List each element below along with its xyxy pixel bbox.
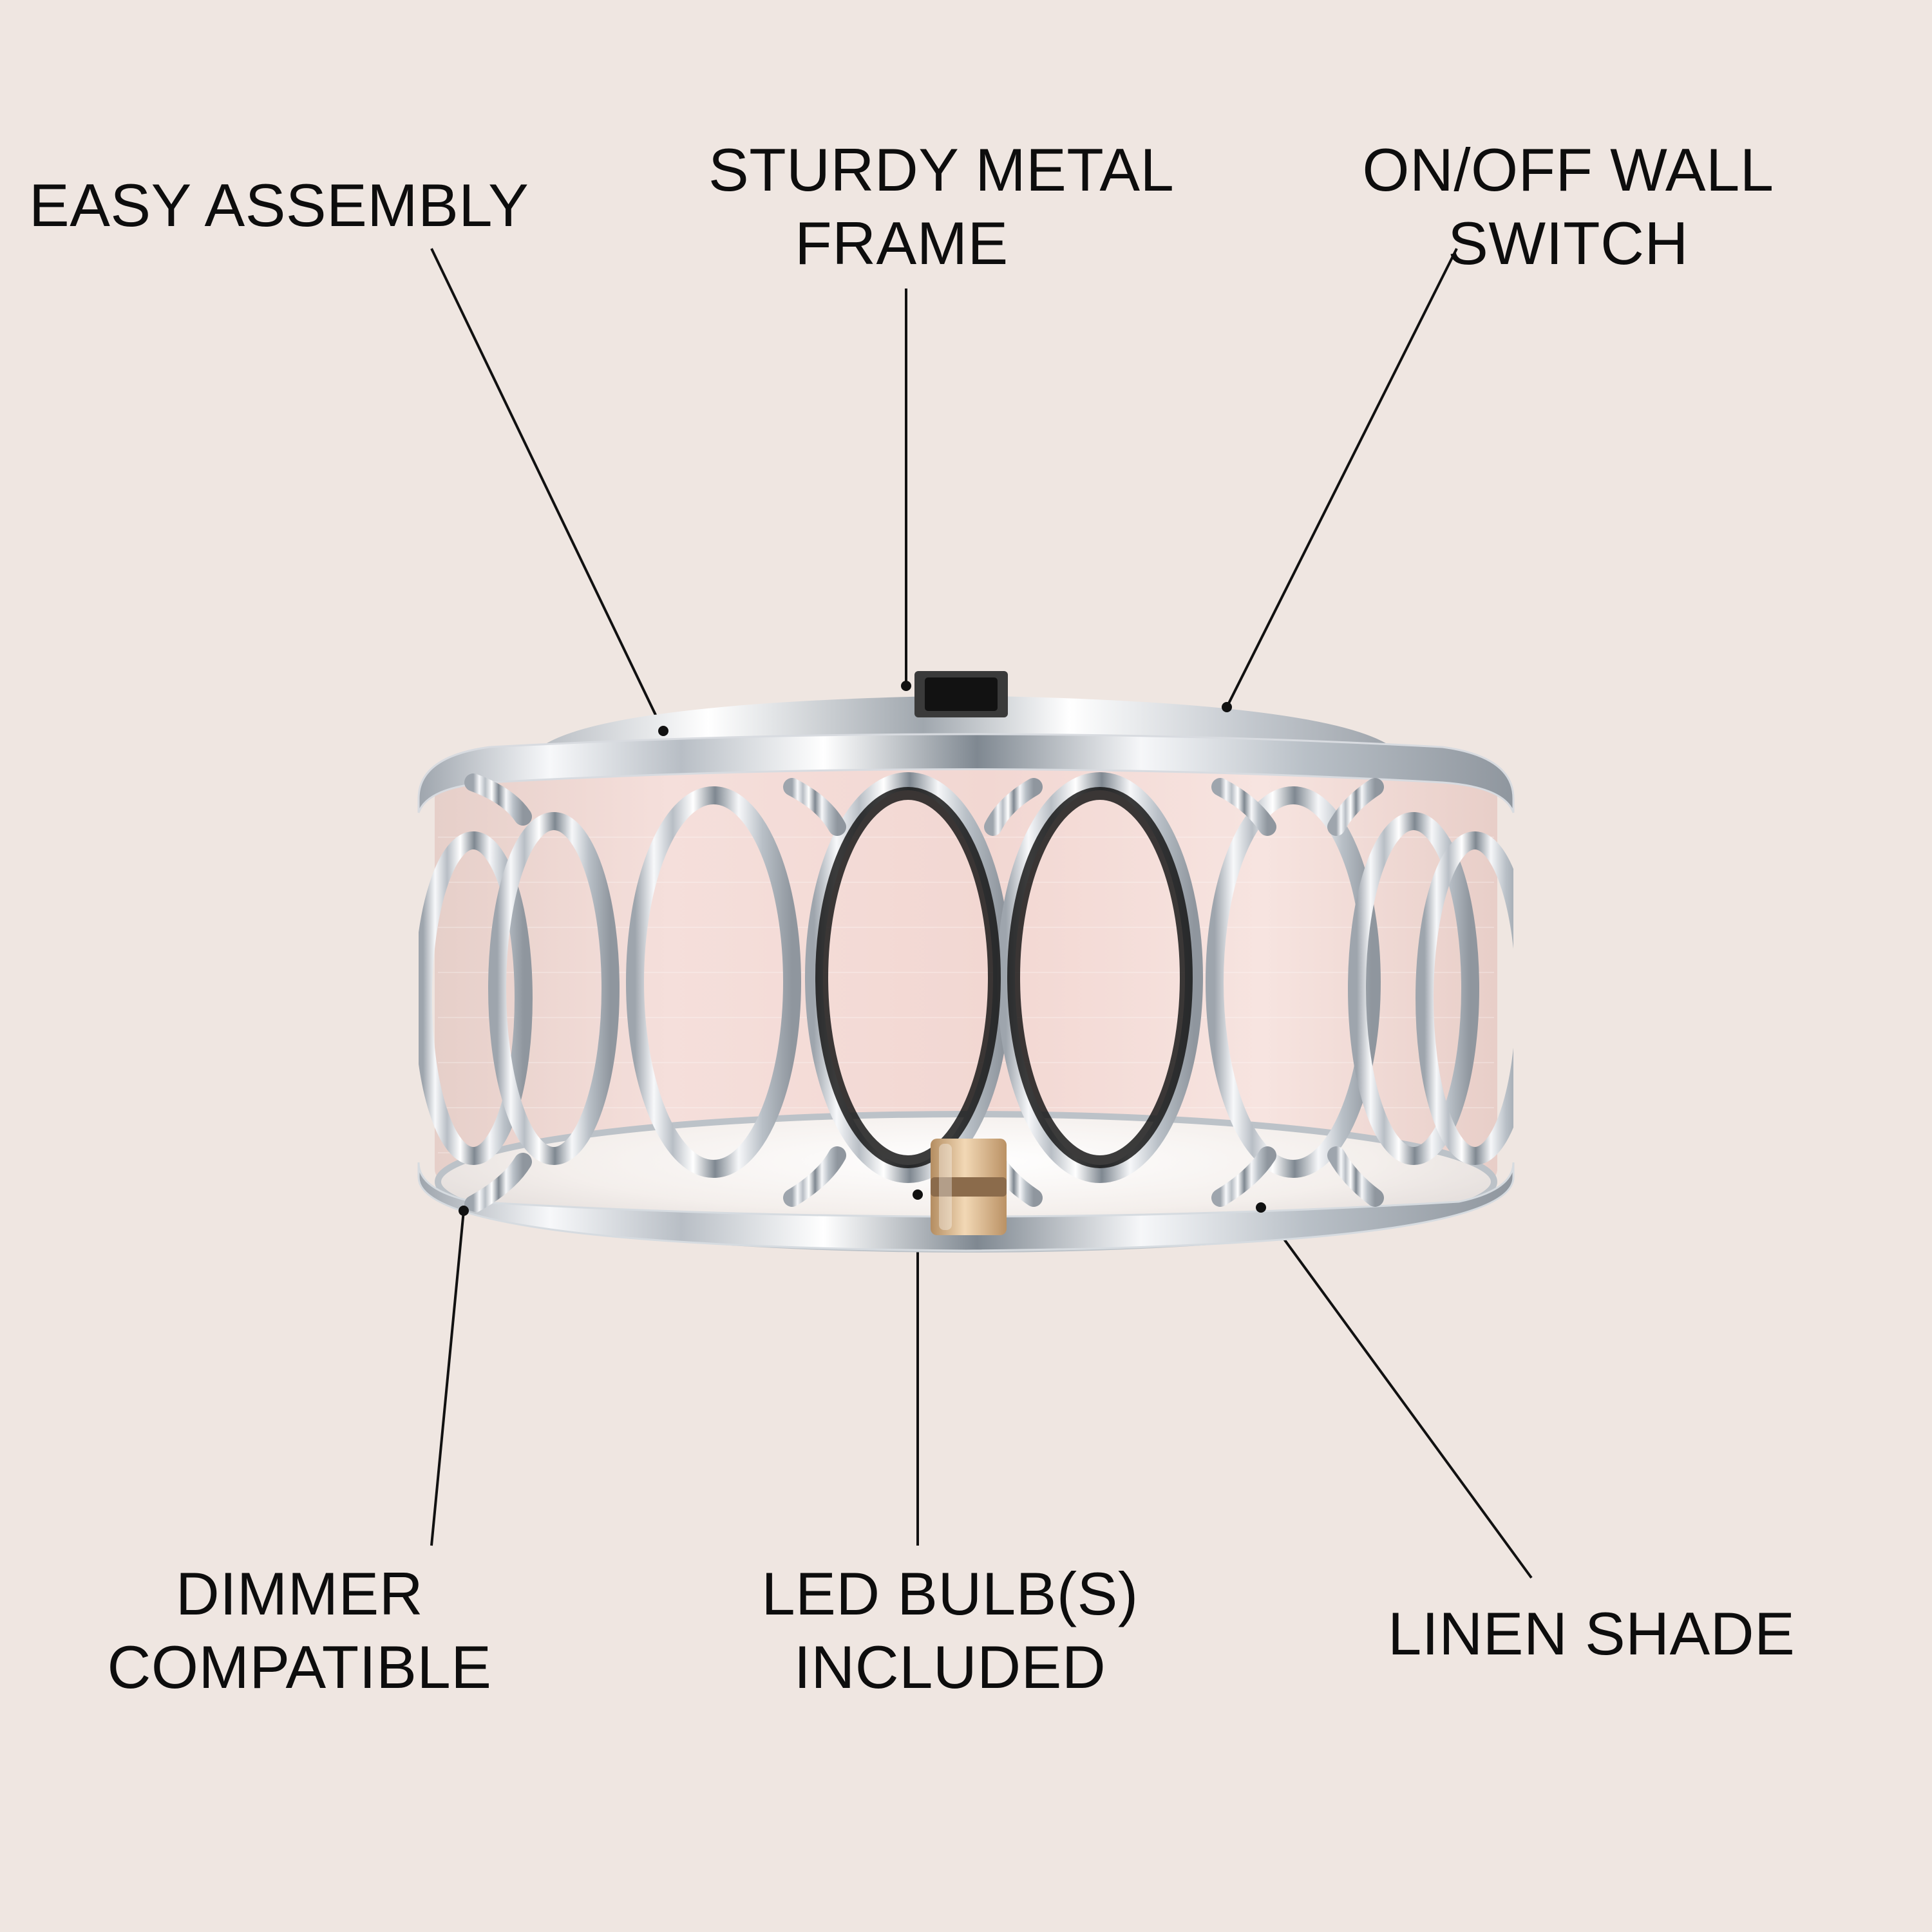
sturdy-metal-frame-line-1: STURDY METAL [708, 136, 1175, 204]
dimmer-callout-line [430, 1210, 465, 1546]
top-center-fixture-plate [914, 671, 1008, 717]
led-bulbs-included-label: LED BULB(S) INCLUDED [712, 1557, 1188, 1704]
on-off-wall-switch-label: ON/OFF WALL SWITCH [1343, 133, 1794, 280]
led-bulbs-included-line-2: INCLUDED [793, 1633, 1106, 1701]
sturdy-frame-callout-dot [901, 681, 911, 691]
linen-shade-callout-dot [1256, 1202, 1266, 1213]
wall-switch-callout-dot [1222, 702, 1232, 712]
dimmer-compatible-line-1: DIMMER [175, 1560, 424, 1627]
decorative-metal-rings [419, 772, 1513, 1213]
center-finial [931, 1139, 1007, 1235]
linen-shade-callout-line [1260, 1206, 1533, 1579]
metal-frame [417, 733, 1515, 1252]
on-off-wall-switch-line-2: SWITCH [1448, 209, 1689, 277]
easy-assembly-callout-line [430, 248, 665, 732]
callout-dots [459, 681, 1266, 1216]
sturdy-metal-frame-line-2: FRAME [795, 209, 1009, 277]
dimmer-compatible-label: DIMMER COMPATIBLE [77, 1557, 522, 1704]
dimmer-callout-dot [459, 1206, 469, 1216]
dimmer-compatible-line-2: COMPATIBLE [107, 1633, 492, 1701]
easy-assembly-label: EASY ASSEMBLY [29, 171, 529, 239]
easy-assembly-callout-dot [658, 726, 668, 736]
frame-reflections [815, 787, 1193, 1168]
wall-switch-callout-line [1226, 248, 1458, 708]
on-off-wall-switch-line-1: ON/OFF WALL [1362, 136, 1774, 204]
led-bulbs-included-line-1: LED BULB(S) [761, 1560, 1139, 1627]
callout-lines [430, 248, 1533, 1579]
sturdy-metal-frame-label: STURDY METAL FRAME [708, 133, 1175, 280]
led-bulb-callout-dot [913, 1189, 923, 1200]
linen-shade-label: LINEN SHADE [1388, 1600, 1795, 1667]
